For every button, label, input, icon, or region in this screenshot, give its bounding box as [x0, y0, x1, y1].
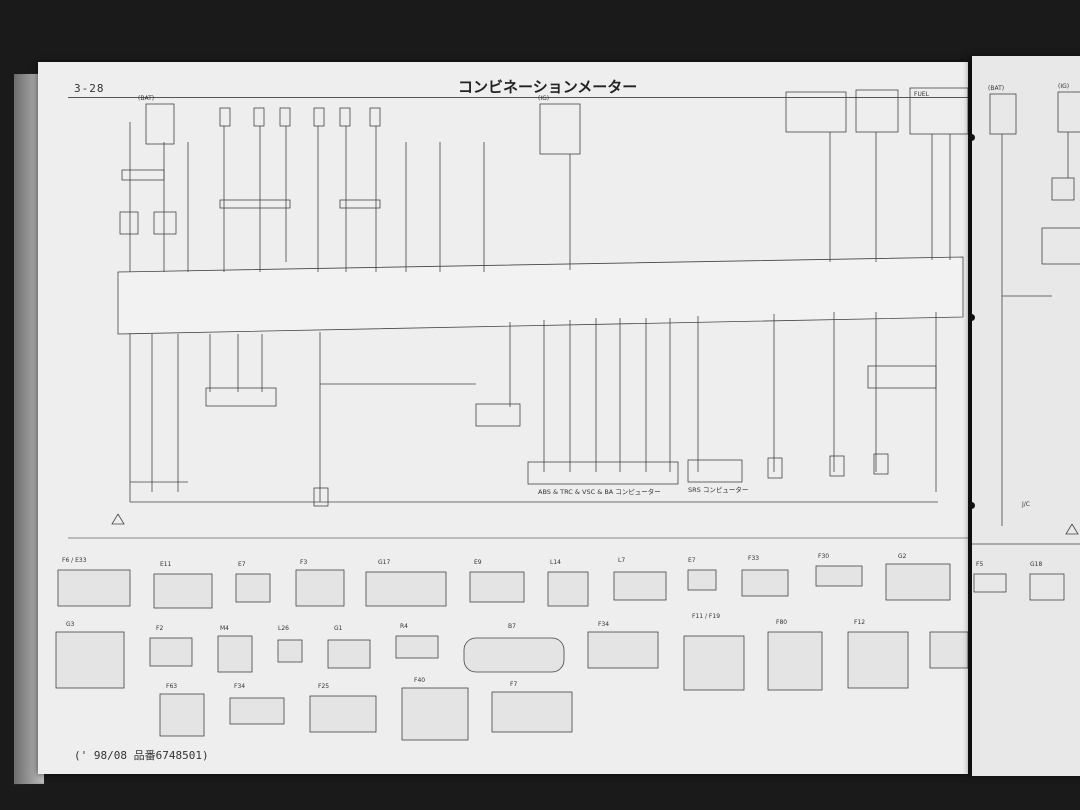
right-ig-label: (IG) — [1058, 83, 1069, 90]
conn-label: F63 — [166, 683, 177, 690]
page-number: 3-28 — [74, 82, 105, 95]
conn-label: G2 — [898, 553, 907, 560]
conn-label: F34 — [598, 621, 609, 628]
manual-page: 3-28 コンビネーションメーター — [38, 62, 968, 774]
conn-label: F33 — [748, 555, 759, 562]
right-conn-label: F5 — [976, 561, 983, 568]
conn-label: L26 — [278, 625, 289, 632]
conn-label: F2 — [156, 625, 163, 632]
conn-label: F30 — [818, 553, 829, 560]
conn-label: E7 — [688, 557, 696, 564]
conn-label: R4 — [400, 623, 408, 630]
header-rule — [68, 97, 968, 98]
conn-label: F6 / E33 — [62, 557, 87, 564]
conn-label: F25 — [318, 683, 329, 690]
binding-hole — [968, 314, 975, 321]
conn-label: L14 — [550, 559, 561, 566]
conn-label: B7 — [508, 623, 516, 630]
right-conn-label: G18 — [1030, 561, 1042, 568]
conn-label: F80 — [776, 619, 787, 626]
conn-label: E11 — [160, 561, 172, 568]
binding-hole — [968, 134, 975, 141]
adjacent-diagram: (BAT) (IG) J/C F5 G18 — [972, 83, 1080, 601]
bat-label-1: (BAT) — [138, 95, 154, 102]
abs-module-label: ABS & TRC & VSC & BA コンピューター — [538, 487, 661, 496]
conn-label: E7 — [238, 561, 246, 568]
conn-label: F12 — [854, 619, 865, 626]
right-jc-label: J/C — [1021, 501, 1030, 508]
conn-label: F3 — [300, 559, 307, 566]
srs-module-label: SRS コンピューター — [688, 485, 748, 494]
fuel-label: FUEL — [914, 91, 930, 98]
binding-hole — [968, 502, 975, 509]
conn-label: G17 — [378, 559, 390, 566]
ig-label-1: (IG) — [538, 95, 549, 102]
conn-label: F7 — [510, 681, 517, 688]
conn-label: G3 — [66, 621, 75, 628]
right-bat-label: (BAT) — [988, 85, 1004, 92]
conn-label: E9 — [474, 559, 482, 566]
conn-label: M4 — [220, 625, 229, 632]
conn-label: G1 — [334, 625, 343, 632]
wiring-diagram: ABS & TRC & VSC & BA コンピューター SRS コンピューター… — [55, 87, 968, 741]
conn-label: F34 — [234, 683, 245, 690]
page-title: コンビネーションメーター — [458, 78, 638, 96]
conn-label: L7 — [618, 557, 625, 564]
adjacent-page: (BAT) (IG) J/C F5 G18 — [972, 56, 1080, 776]
revision-note: (' 98/08 品番6748501) — [74, 749, 209, 762]
conn-label: F11 / F19 — [692, 613, 720, 620]
conn-label: F40 — [414, 677, 425, 684]
